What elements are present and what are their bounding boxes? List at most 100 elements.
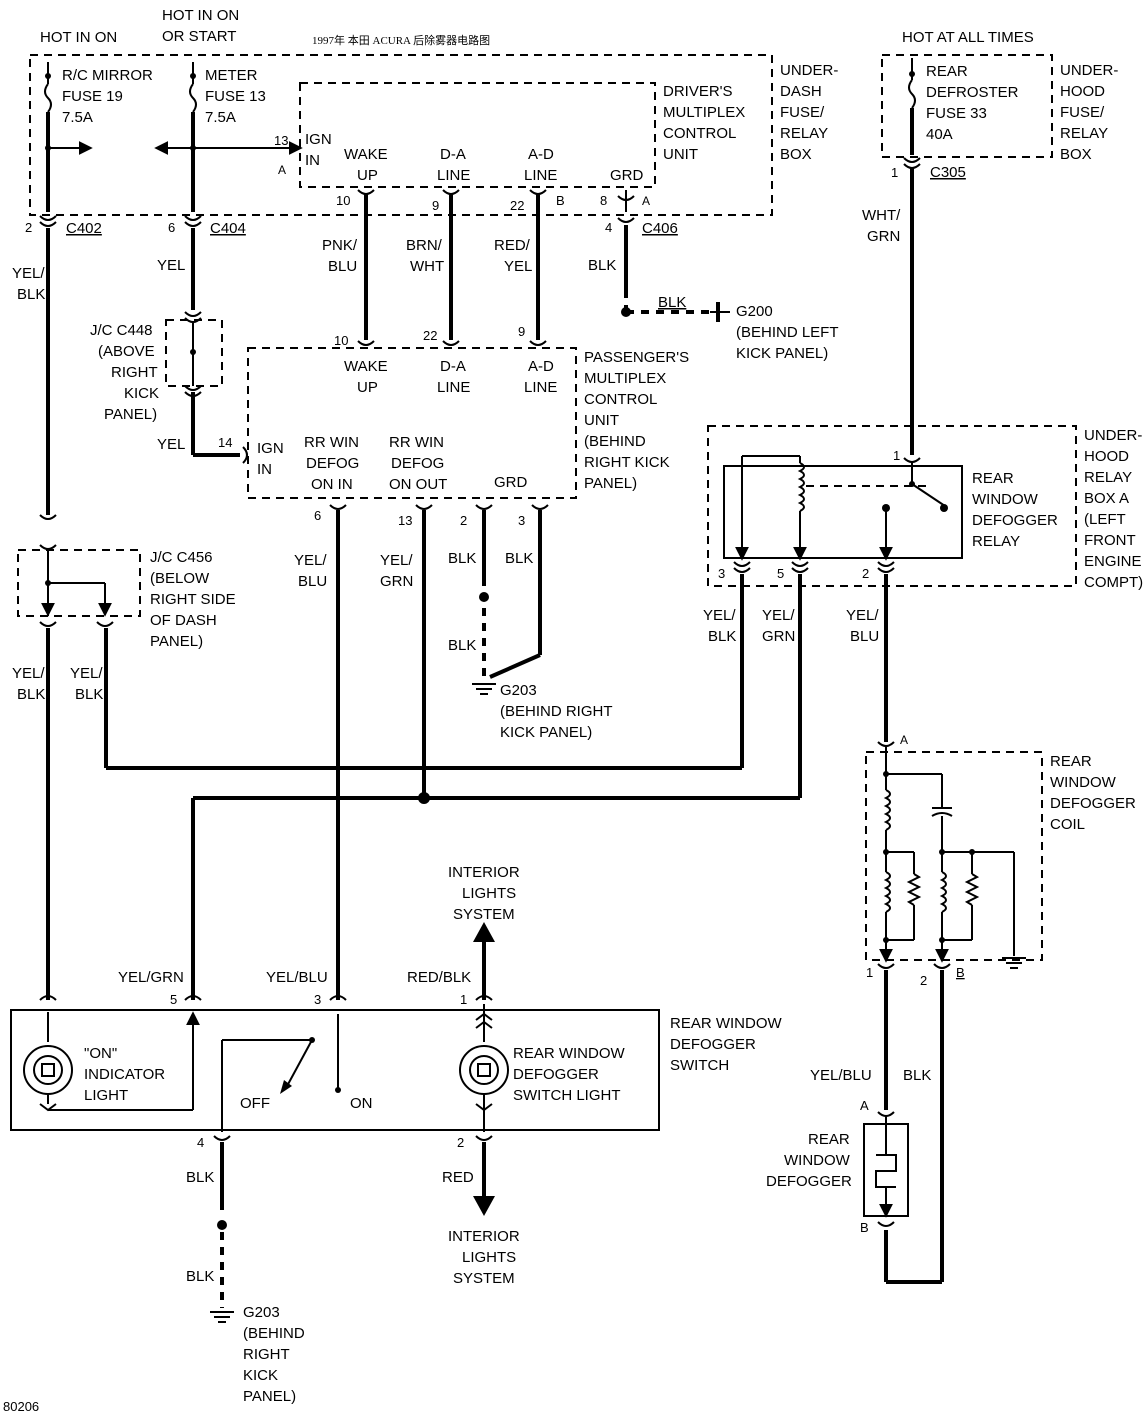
svg-text:WAKE: WAKE	[344, 358, 388, 375]
interior-lights-bottom-label: INTERIOR LIGHTS SYSTEM	[448, 1228, 520, 1287]
svg-text:SWITCH LIGHT: SWITCH LIGHT	[513, 1087, 621, 1104]
hot-in-on-or-start-label-1: HOT IN ON	[162, 7, 239, 24]
left-wire-colors: YEL/ BLK YEL YEL	[12, 257, 185, 453]
relay-internals	[733, 455, 948, 573]
svg-text:PNK/: PNK/	[322, 237, 358, 254]
switch-pin-numbers: 5 3 1 4 2	[170, 992, 467, 1150]
defogger-pin-labels: A B	[860, 1098, 869, 1235]
svg-text:DEFOG: DEFOG	[391, 455, 444, 472]
svg-text:A: A	[900, 733, 908, 747]
passenger-mcu-label: PASSENGER'S MULTIPLEX CONTROL UNIT (BEHI…	[584, 349, 689, 492]
switch-connectors	[39, 995, 493, 1141]
svg-text:RED/: RED/	[494, 237, 531, 254]
svg-text:FUSE 19: FUSE 19	[62, 88, 123, 105]
svg-text:FUSE 13: FUSE 13	[205, 88, 266, 105]
svg-text:INTERIOR: INTERIOR	[448, 864, 520, 881]
g203-lower-label: G203 (BEHIND RIGHT KICK PANEL)	[243, 1304, 305, 1405]
svg-text:RR WIN: RR WIN	[304, 434, 359, 451]
jc-c456-output-wires	[46, 628, 742, 1000]
relay-output-wires	[191, 574, 888, 1000]
svg-text:GRD: GRD	[610, 167, 644, 184]
figure-id: 80206	[3, 1399, 39, 1413]
relay-outline	[723, 465, 963, 559]
svg-text:(BEHIND: (BEHIND	[584, 433, 646, 450]
svg-text:LIGHT: LIGHT	[84, 1087, 128, 1104]
coil-output-wires	[884, 970, 944, 1284]
svg-text:(ABOVE: (ABOVE	[98, 343, 155, 360]
svg-text:22: 22	[423, 328, 437, 343]
svg-text:BOX: BOX	[780, 146, 812, 163]
jc-c448-symbol	[184, 311, 202, 397]
under-hood-fuse-box-outline	[881, 54, 1053, 158]
driver-mcu-outline	[299, 82, 656, 188]
svg-text:C404: C404	[210, 220, 246, 237]
svg-text:YEL/BLU: YEL/BLU	[810, 1067, 872, 1084]
svg-text:RELAY: RELAY	[1084, 469, 1132, 486]
jc-c456-label: J/C C456 (BELOW RIGHT SIDE OF DASH PANEL…	[150, 549, 236, 650]
svg-text:KICK PANEL): KICK PANEL)	[500, 724, 592, 741]
svg-text:BLK: BLK	[448, 550, 476, 567]
svg-text:RELAY: RELAY	[972, 533, 1020, 550]
svg-text:OFF: OFF	[240, 1095, 270, 1112]
svg-text:DEFOG: DEFOG	[306, 455, 359, 472]
svg-text:UNDER-: UNDER-	[1084, 427, 1142, 444]
svg-text:IN: IN	[305, 152, 320, 169]
fuse-13-symbol	[154, 62, 303, 212]
svg-text:FUSE/: FUSE/	[780, 104, 825, 121]
svg-text:BOX: BOX	[1060, 146, 1092, 163]
g203-upper-label: G203 (BEHIND RIGHT KICK PANEL)	[500, 682, 613, 741]
passenger-output-wires	[336, 510, 542, 1000]
c305-label: 1 C305 WHT/ GRN	[862, 164, 966, 245]
svg-text:1: 1	[891, 165, 898, 180]
svg-text:SYSTEM: SYSTEM	[453, 906, 515, 923]
jc-c448-outline	[165, 319, 223, 387]
svg-text:(BEHIND LEFT: (BEHIND LEFT	[736, 324, 839, 341]
svg-text:BLU: BLU	[850, 628, 879, 645]
svg-text:PASSENGER'S: PASSENGER'S	[584, 349, 689, 366]
svg-text:40A: 40A	[926, 126, 953, 143]
svg-text:1: 1	[893, 448, 900, 463]
svg-text:RELAY: RELAY	[780, 125, 828, 142]
svg-text:REAR: REAR	[926, 63, 968, 80]
svg-text:BLK: BLK	[17, 286, 45, 303]
svg-text:RIGHT KICK: RIGHT KICK	[584, 454, 670, 471]
svg-text:3: 3	[718, 566, 725, 581]
relay-box-label: UNDER- HOOD RELAY BOX A (LEFT FRONT ENGI…	[1084, 427, 1143, 591]
svg-text:DEFROSTER: DEFROSTER	[926, 84, 1019, 101]
svg-text:5: 5	[170, 992, 177, 1007]
svg-text:METER: METER	[205, 67, 258, 84]
svg-text:REAR WINDOW: REAR WINDOW	[670, 1015, 783, 1032]
svg-text:B: B	[860, 1220, 869, 1235]
driver-mcu-pins: 13 IGN IN A WAKE UP D-A LINE A-D LINE GR…	[274, 131, 650, 213]
driver-to-passenger-wires	[364, 190, 730, 340]
interior-lights-top-wire	[473, 922, 495, 1000]
svg-text:RED: RED	[442, 1169, 474, 1186]
fuse-19-label: R/C MIRROR FUSE 19 7.5A	[62, 67, 153, 126]
svg-text:YEL/: YEL/	[762, 607, 795, 624]
svg-text:G200: G200	[736, 303, 773, 320]
svg-text:KICK: KICK	[124, 385, 159, 402]
relay-pin-numbers: 1 3 5 2	[718, 448, 900, 581]
svg-text:(BEHIND RIGHT: (BEHIND RIGHT	[500, 703, 613, 720]
svg-text:2: 2	[460, 513, 467, 528]
svg-text:YEL: YEL	[504, 258, 532, 275]
svg-text:YEL/: YEL/	[70, 665, 103, 682]
svg-text:REAR: REAR	[1050, 753, 1092, 770]
svg-text:4: 4	[605, 220, 612, 235]
jc-c456-symbol	[39, 514, 114, 627]
svg-text:14: 14	[218, 435, 232, 450]
passenger-wire-colors: YEL/ BLU YEL/ GRN BLK BLK BLK	[294, 550, 533, 654]
svg-text:LINE: LINE	[437, 379, 470, 396]
svg-text:RIGHT: RIGHT	[111, 364, 158, 381]
svg-text:YEL/BLU: YEL/BLU	[266, 969, 328, 986]
svg-text:6: 6	[314, 508, 321, 523]
switch-bottom-wire-colors: BLK BLK RED	[186, 1169, 474, 1285]
svg-text:UP: UP	[357, 167, 378, 184]
svg-text:FUSE/: FUSE/	[1060, 104, 1105, 121]
switch-label: REAR WINDOW DEFOGGER SWITCH	[670, 1015, 783, 1074]
svg-text:YEL/: YEL/	[294, 552, 327, 569]
svg-text:LINE: LINE	[437, 167, 470, 184]
defogger-label: REAR WINDOW DEFOGGER	[766, 1131, 852, 1190]
svg-text:BLU: BLU	[298, 573, 327, 590]
indicator-light-label: "ON" INDICATOR LIGHT	[84, 1045, 165, 1104]
